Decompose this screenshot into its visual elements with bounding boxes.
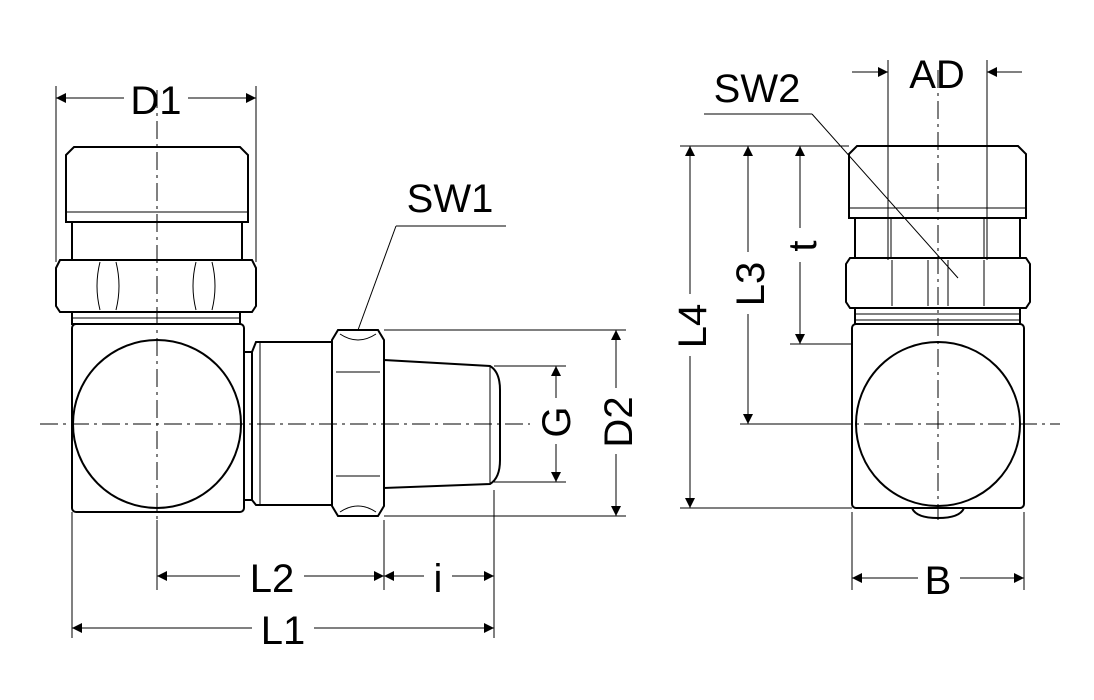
label-l3: L3 — [729, 262, 773, 307]
label-d1: D1 — [130, 79, 181, 123]
label-g: G — [535, 406, 579, 437]
label-b: B — [925, 559, 952, 603]
label-l4: L4 — [671, 304, 715, 349]
union-nut-front — [848, 145, 1027, 219]
label-d2: D2 — [597, 396, 641, 447]
label-ad: AD — [909, 53, 965, 97]
union-nut-top — [65, 146, 249, 223]
hex-sw2 — [845, 257, 1031, 309]
label-sw2: SW2 — [714, 67, 801, 111]
label-t: t — [781, 240, 825, 251]
label-i: i — [434, 557, 443, 601]
side-view-dimensions — [55, 86, 626, 638]
hex-nut — [55, 259, 257, 313]
hex-sw1 — [331, 329, 385, 517]
front-view-dimensions — [680, 60, 1025, 590]
label-l2: L2 — [250, 557, 295, 601]
label-l1: L1 — [261, 609, 306, 653]
tapered-thread — [383, 358, 501, 490]
label-sw1: SW1 — [407, 177, 494, 221]
